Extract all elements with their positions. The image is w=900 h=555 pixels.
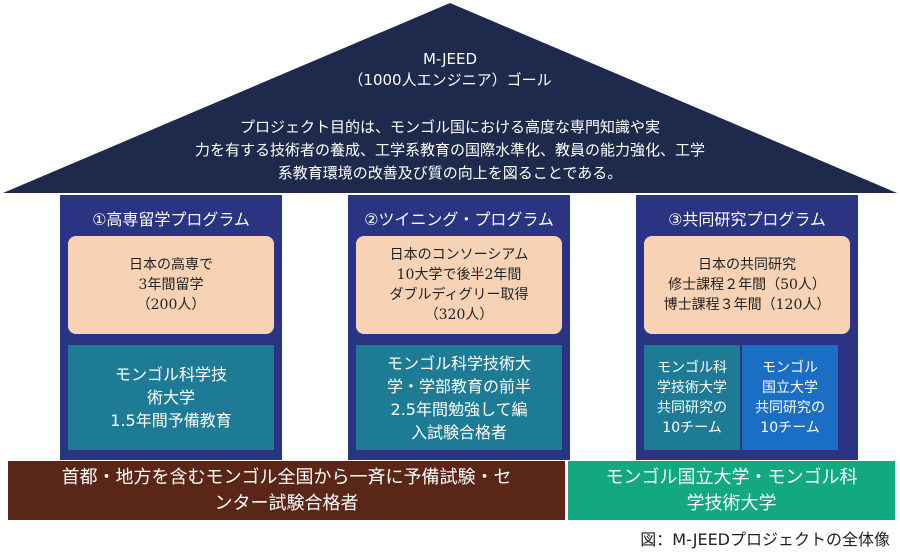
base-foundation-right: モンゴル国立大学・モンゴル科 学技術大学	[568, 461, 895, 520]
info-line: 3年間留学	[138, 277, 204, 293]
info-line: 10大学で後半2年間	[396, 267, 522, 283]
info-line: 日本の共同研究	[698, 257, 796, 273]
pillar-prep-box: モンゴル科学技術大 学・学部教育の前半 2.5年間勉強して編 入試験合格者	[356, 345, 562, 450]
base-line: 学技術大学	[686, 492, 777, 514]
pillar-twinning-program: ②ツイニング・プログラム 日本のコンソーシアム 10大学で後半2年間 ダブルディ…	[348, 195, 570, 460]
pillar-title: ③共同研究プログラム	[668, 210, 826, 229]
roof-description: プロジェクト目的は、モンゴル国における高度な専門知識や実 力を有する技術者の養成…	[150, 116, 750, 185]
info-line: 博士課程３年間（120人）	[663, 297, 831, 313]
base-line: ンター試験合格者	[214, 492, 359, 514]
team-line: 10チーム	[760, 419, 820, 436]
roof-description-line: 系教育環境の改善及び質の向上を図ることである。	[277, 164, 623, 182]
info-line: 日本のコンソーシアム	[389, 247, 529, 263]
info-line: 日本の高専で	[129, 257, 213, 273]
info-line: ダブルディグリー取得	[389, 287, 529, 303]
pillar-kosen-study-abroad: ①高専留学プログラム 日本の高専で 3年間留学 （200人） モンゴル科学技 術…	[60, 195, 282, 460]
roof-title: M-JEED	[422, 50, 478, 68]
research-team-box-num: モンゴル 国立大学 共同研究の 10チーム	[742, 345, 838, 450]
prep-line: 1.5年間予備教育	[110, 411, 232, 430]
roof-subtitle: （1000人エンジニア）ゴール	[348, 71, 552, 89]
pillar-title: ①高専留学プログラム	[92, 210, 250, 229]
roof-description-line: 力を有する技術者の養成、工学系教育の国際水準化、教員の能力強化、工学	[194, 141, 705, 159]
info-line: （200人）	[136, 297, 206, 313]
pillar-joint-research: ③共同研究プログラム 日本の共同研究 修士課程２年間（50人） 博士課程３年間（…	[636, 195, 858, 460]
pillar-info-box: 日本の高専で 3年間留学 （200人）	[68, 236, 274, 334]
base-foundation-left: 首都・地方を含むモンゴル全国から一斉に予備試験・セ ンター試験合格者	[8, 461, 565, 520]
base-line: 首都・地方を含むモンゴル全国から一斉に予備試験・セ	[61, 466, 512, 488]
prep-line: 術大学	[146, 388, 195, 407]
info-line: 修士課程２年間（50人）	[668, 277, 826, 293]
pillar-title: ②ツイニング・プログラム	[364, 210, 554, 229]
team-line: モンゴル科	[657, 359, 727, 376]
pillar-prep-box: モンゴル科学技 術大学 1.5年間予備教育	[68, 345, 274, 450]
prep-line: 2.5年間勉強して編	[390, 399, 528, 419]
team-line: 学技術大学	[657, 379, 727, 396]
roof-triangle	[3, 3, 897, 193]
prep-line: 入試験合格者	[410, 422, 507, 442]
pillar-info-box: 日本の共同研究 修士課程２年間（50人） 博士課程３年間（120人）	[644, 236, 850, 334]
roof-shape	[3, 3, 897, 193]
prep-line: モンゴル科学技	[114, 365, 227, 384]
team-line: 共同研究の	[755, 399, 825, 416]
figure-caption: 図：M-JEEDプロジェクトの全体像	[640, 530, 890, 549]
prep-line: 学・学部教育の前半	[386, 376, 531, 396]
roof-description-line: プロジェクト目的は、モンゴル国における高度な専門知識や実	[239, 118, 660, 136]
team-line: 10チーム	[662, 419, 722, 436]
base-line: モンゴル国立大学・モンゴル科	[605, 466, 858, 488]
team-line: 国立大学	[762, 379, 818, 396]
prep-line: モンゴル科学技術大	[386, 353, 531, 373]
team-line: モンゴル	[762, 359, 818, 376]
pillar-info-box: 日本のコンソーシアム 10大学で後半2年間 ダブルディグリー取得 （320人）	[356, 236, 562, 334]
info-line: （320人）	[424, 307, 494, 323]
team-line: 共同研究の	[657, 399, 727, 416]
research-team-box-must: モンゴル科 学技術大学 共同研究の 10チーム	[644, 345, 740, 450]
